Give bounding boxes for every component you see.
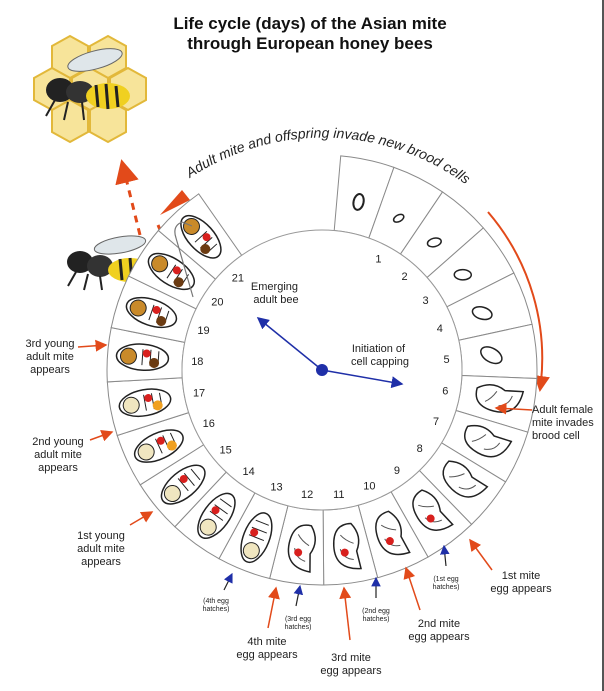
dial-center — [316, 364, 328, 376]
first-egg-hatches-note: (1st egghatches) — [426, 576, 466, 592]
third-egg-hatches-note: (3rd egghatches) — [278, 616, 318, 632]
day-number: 17 — [193, 388, 205, 400]
day-number: 14 — [243, 466, 255, 478]
third-mite-egg-note: 3rd miteegg appears — [316, 652, 386, 678]
day-number: 8 — [417, 443, 423, 455]
day-number: 15 — [219, 445, 231, 457]
day-number: 12 — [301, 489, 313, 501]
day-number: 11 — [333, 489, 344, 501]
day-number: 3 — [422, 295, 428, 307]
emerging-label: Emerging adult bee — [251, 281, 301, 306]
day-number: 6 — [442, 386, 448, 398]
second-mite-egg-note: 2nd miteegg appears — [404, 618, 474, 644]
day-number: 21 — [232, 273, 244, 285]
day-number: 18 — [191, 356, 203, 368]
capping-label: Initiation of cell capping — [351, 343, 409, 368]
day-number: 16 — [203, 418, 215, 430]
day-number: 7 — [433, 416, 439, 428]
first-mite-egg-note: 1st miteegg appears — [486, 570, 556, 596]
day-number: 19 — [197, 325, 209, 337]
day-number: 1 — [375, 253, 381, 265]
day-number: 2 — [402, 271, 408, 283]
adult-female-invades-note: Adult femalemite invadesbrood cell — [532, 404, 604, 443]
second-egg-hatches-note: (2nd egghatches) — [356, 608, 396, 624]
fourth-egg-hatches-note: (4th egghatches) — [196, 598, 236, 614]
day-number: 9 — [394, 465, 400, 477]
day-number: 4 — [437, 323, 443, 335]
first-young-adult-note: 1st youngadult miteappears — [70, 530, 132, 569]
second-young-adult-note: 2nd youngadult miteappears — [28, 436, 88, 475]
day-number: 13 — [270, 481, 282, 493]
day-number: 20 — [211, 297, 223, 309]
day-number: 10 — [363, 481, 375, 493]
day-number: 5 — [443, 354, 449, 366]
fourth-mite-egg-note: 4th miteegg appears — [232, 636, 302, 662]
third-young-adult-note: 3rd youngadult miteappears — [20, 338, 80, 377]
arc-label: Adult mite and offspring invade new broo… — [182, 125, 473, 187]
